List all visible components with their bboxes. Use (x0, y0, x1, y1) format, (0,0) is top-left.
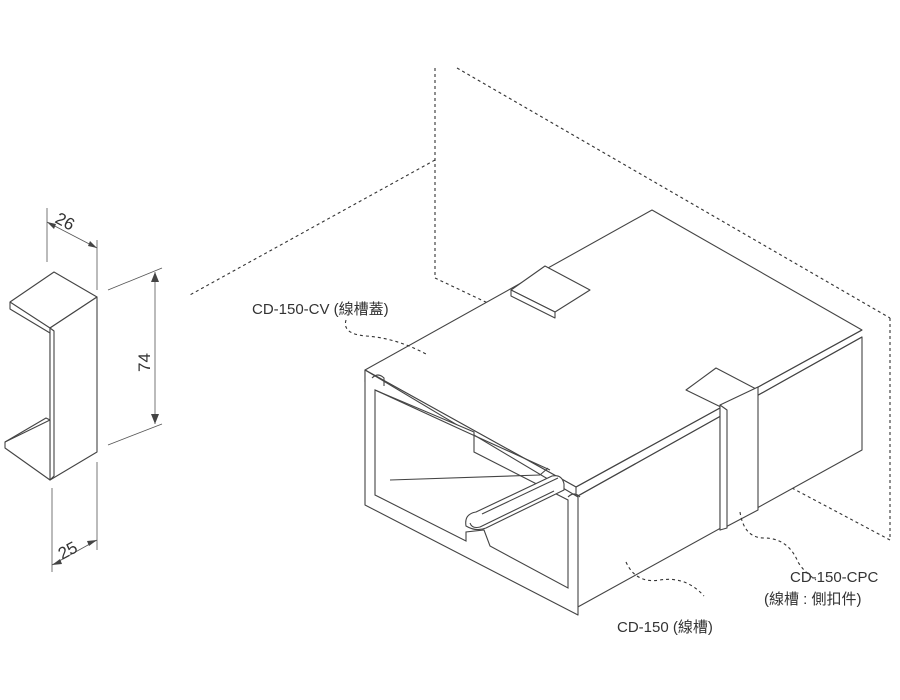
callout-duct-label: CD-150 (線槽) (617, 619, 713, 636)
cover-profile (4, 271, 98, 481)
callout-clip-sublabel: (線槽 : 側扣件) (764, 591, 862, 608)
dim-top-width: 26 (52, 209, 78, 235)
callout-leaders (344, 319, 817, 597)
duct-body (364, 209, 863, 616)
dimension-bottom: 25 (51, 462, 98, 572)
callout-cover-label: CD-150-CV (線槽蓋) (252, 301, 389, 318)
side-clip (685, 367, 759, 531)
wall-outline (187, 67, 891, 541)
dim-height: 74 (135, 353, 154, 372)
dimension-height: 74 (107, 267, 163, 446)
cover-clip (510, 265, 591, 319)
dim-bottom-width: 25 (55, 538, 81, 564)
callout-clip-label: CD-150-CPC (790, 569, 879, 586)
